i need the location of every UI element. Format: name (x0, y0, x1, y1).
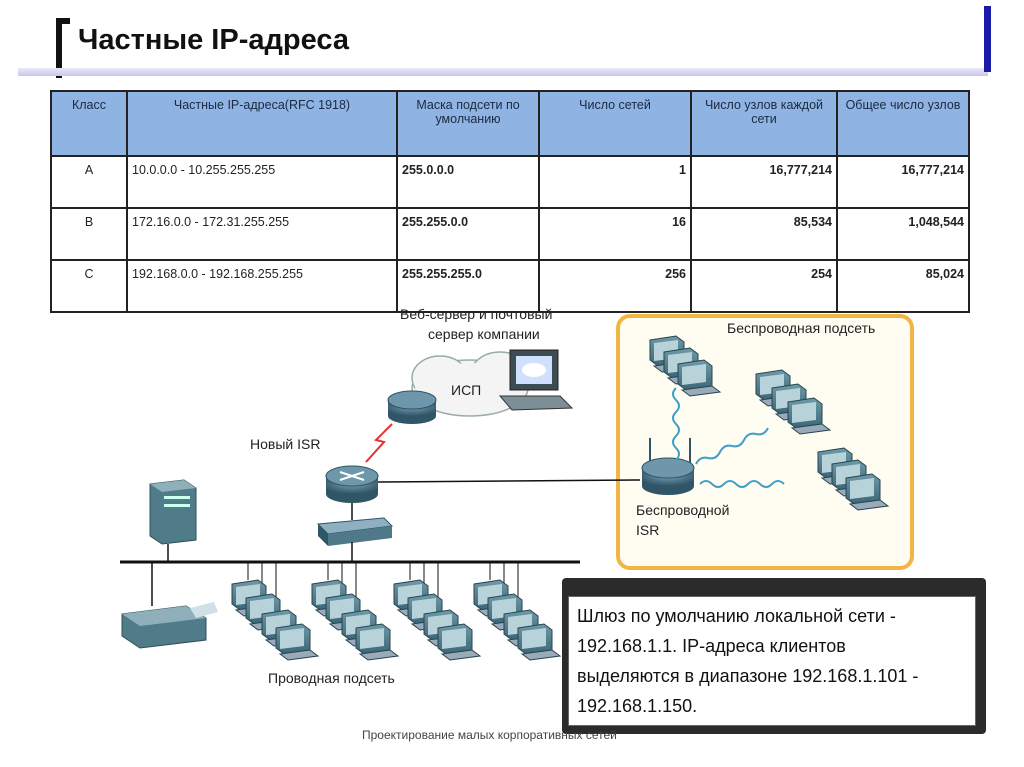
title-bracket-top (56, 18, 70, 24)
cell-mask: 255.0.0.0 (396, 155, 540, 209)
printer-icon (121, 602, 218, 649)
wired-pc-group-2 (311, 562, 399, 661)
isp-label: ИСП (451, 382, 482, 398)
wired-pc-group-4 (473, 562, 561, 661)
link-line (377, 479, 641, 483)
wired-pc-group-3 (393, 562, 481, 661)
cell-hosts: 16,777,214 (690, 155, 838, 209)
wireless-pc-group-2 (755, 369, 831, 435)
wireless-pc-group-3 (817, 447, 889, 511)
cell-range: 172.16.0.0 - 172.31.255.255 (126, 207, 398, 261)
wireless-isr-router-icon (641, 438, 695, 495)
web-server-icon (498, 349, 574, 411)
wireless-pc-group-1 (649, 335, 721, 397)
switch-icon (316, 517, 394, 546)
cell-hosts: 85,534 (690, 207, 838, 261)
cell-total: 85,024 (836, 259, 970, 313)
wireless-subnet-label: Беспроводная подсеть (727, 320, 876, 336)
gateway-note: Шлюз по умолчанию локальной сети - 192.1… (568, 596, 976, 726)
cell-class: C (50, 259, 128, 313)
cell-nets: 1 (538, 155, 692, 209)
cell-class: B (50, 207, 128, 261)
wan-link-icon (365, 423, 393, 463)
new-isr-router-icon (325, 465, 379, 503)
table-row: A 10.0.0.0 - 10.255.255.255 255.0.0.0 1 … (50, 155, 970, 209)
cell-total: 16,777,214 (836, 155, 970, 209)
cell-mask: 255.255.0.0 (396, 207, 540, 261)
web-server-label-2: сервер компании (428, 326, 540, 342)
cell-class: A (50, 155, 128, 209)
new-isr-label: Новый ISR (250, 436, 321, 452)
cell-hosts: 254 (690, 259, 838, 313)
wireless-isr-label-2: ISR (636, 522, 660, 538)
header-hosts: Число узлов каждой сети (690, 90, 838, 157)
header-class: Класс (50, 90, 128, 157)
wired-pc-group-1 (231, 562, 319, 661)
header-nets: Число сетей (538, 90, 692, 157)
wired-subnet-label: Проводная подсеть (268, 670, 395, 686)
note-line: 192.168.1.150. (577, 696, 698, 716)
isp-router-icon (387, 390, 437, 424)
note-line: выделяются в диапазоне 192.168.1.101 - (577, 666, 919, 686)
wireless-signal-icon (672, 387, 785, 488)
cell-total: 1,048,544 (836, 207, 970, 261)
title-bracket (56, 18, 62, 78)
private-ip-table: Класс Частные IP-адреса(RFC 1918) Маска … (50, 90, 970, 313)
header-range: Частные IP-адреса(RFC 1918) (126, 90, 398, 157)
note-line: Шлюз по умолчанию локальной сети - (577, 606, 896, 626)
server-icon (149, 479, 197, 545)
footer-text: Проектирование малых корпоративных сетей (362, 728, 617, 742)
right-bracket (984, 6, 991, 72)
page-title: Частные IP-адреса (78, 24, 349, 56)
header-mask: Маска подсети по умолчанию (396, 90, 540, 157)
cell-nets: 16 (538, 207, 692, 261)
table-row: B 172.16.0.0 - 172.31.255.255 255.255.0.… (50, 207, 970, 261)
table-header-row: Класс Частные IP-адреса(RFC 1918) Маска … (50, 90, 970, 157)
header-total: Общее число узлов (836, 90, 970, 157)
title-underline (18, 68, 988, 76)
web-server-label-1: Веб-сервер и почтовый (400, 306, 553, 322)
cell-mask: 255.255.255.0 (396, 259, 540, 313)
table-row: C 192.168.0.0 - 192.168.255.255 255.255.… (50, 259, 970, 313)
wireless-isr-label-1: Беспроводной (636, 502, 730, 518)
cell-range: 10.0.0.0 - 10.255.255.255 (126, 155, 398, 209)
cell-range: 192.168.0.0 - 192.168.255.255 (126, 259, 398, 313)
cell-nets: 256 (538, 259, 692, 313)
note-line: 192.168.1.1. IP-адреса клиентов (577, 636, 846, 656)
